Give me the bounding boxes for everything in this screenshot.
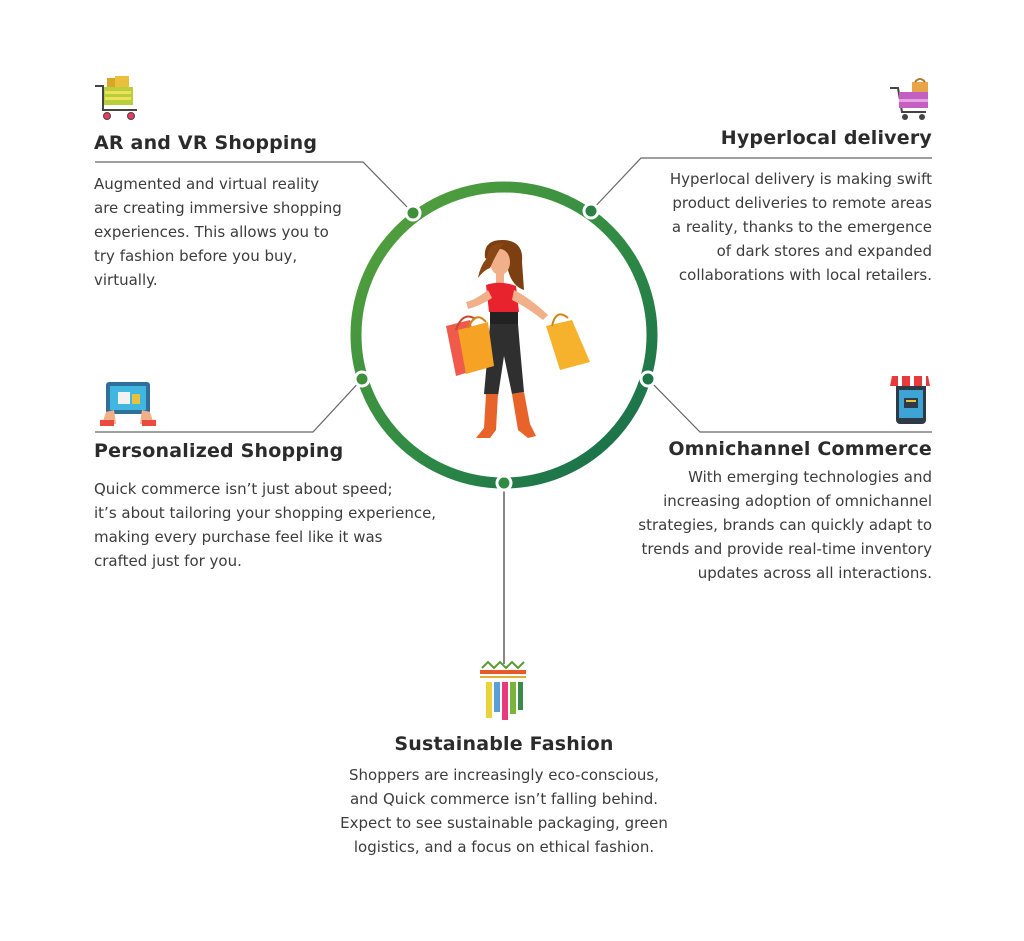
sustainable-description: Shoppers are increasingly eco-conscious,… — [340, 766, 668, 856]
omnichannel-description: With emerging technologies and increasin… — [638, 468, 932, 582]
omnichannel-title: Omnichannel Commerce — [668, 438, 932, 460]
shopping-basket-icon — [890, 78, 928, 120]
personalized-description: Quick commerce isn’t just about speed; i… — [94, 480, 437, 570]
tablet-shopping-icon — [100, 382, 156, 426]
clothes-rack-icon — [480, 660, 526, 720]
connector-ar-vr — [95, 161, 414, 214]
ar-vr-description: Augmented and virtual reality are creati… — [94, 175, 342, 289]
hyperlocal-description: Hyperlocal delivery is making swift prod… — [669, 170, 932, 284]
personalized-title: Personalized Shopping — [94, 440, 344, 462]
woman-with-shopping-bags-illustration — [446, 240, 590, 438]
connector-omnichannel — [647, 378, 932, 433]
connector-personalized — [95, 378, 363, 433]
mobile-store-icon — [890, 376, 930, 424]
ring-nodes — [353, 202, 657, 492]
connector-hyperlocal — [590, 157, 932, 212]
central-ring — [350, 181, 658, 492]
shopping-cart-icon — [95, 76, 137, 120]
ar-vr-title: AR and VR Shopping — [94, 132, 318, 154]
sustainable-title: Sustainable Fashion — [394, 733, 614, 755]
hyperlocal-title: Hyperlocal delivery — [720, 127, 932, 149]
